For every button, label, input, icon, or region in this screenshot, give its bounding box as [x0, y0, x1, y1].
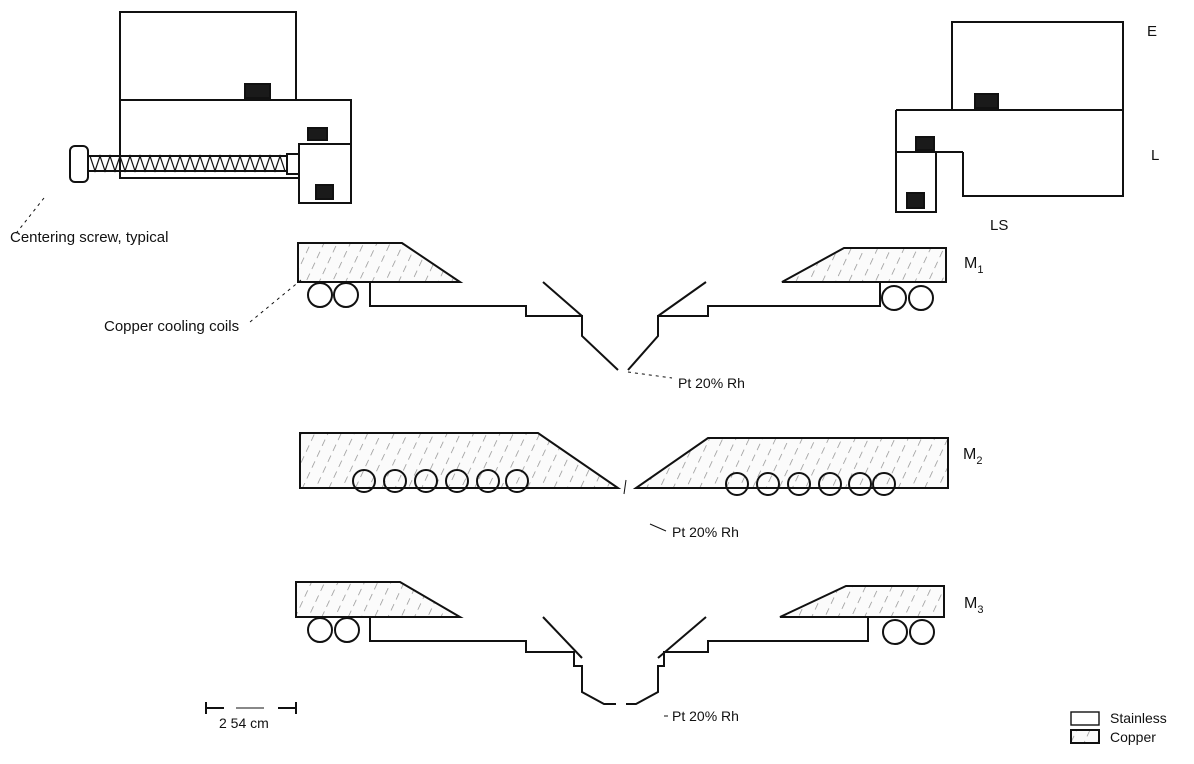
- m2-left-copper: [299, 432, 622, 489]
- m2-coil-left-3: [414, 469, 438, 493]
- m3-left-copper: [295, 581, 464, 618]
- m3-coil-left-2: [334, 617, 360, 643]
- electrode-e-label: E: [1147, 23, 1157, 40]
- right-electrode-stack: [895, 21, 1124, 213]
- cooling-coils-label: Copper cooling coils: [104, 318, 239, 335]
- legend-copper-swatch: [1070, 729, 1100, 744]
- m3-label: M3: [964, 595, 983, 616]
- m2-coil-right-2: [756, 472, 780, 496]
- m2-coil-left-1: [352, 469, 376, 493]
- m2-tip-label: Pt 20% Rh: [672, 524, 739, 540]
- left-block-3: [315, 184, 334, 200]
- centering-screw: [13, 145, 300, 237]
- legend-copper-label: Copper: [1110, 729, 1156, 745]
- m1-coil-right-1: [881, 285, 907, 311]
- m2-coil-left-4: [445, 469, 469, 493]
- m1-assembly: [249, 242, 947, 379]
- m2-label: M2: [963, 446, 982, 467]
- m2-coil-right-4: [818, 472, 842, 496]
- m3-coil-right-2: [909, 619, 935, 645]
- m1-coil-right-2: [908, 285, 934, 311]
- m1-coil-left-1: [307, 282, 333, 308]
- m2-coil-left-5: [476, 469, 500, 493]
- m3-right-copper: [779, 585, 945, 618]
- m2-coil-left-6: [505, 469, 529, 493]
- right-block-2: [915, 136, 935, 151]
- m3-coil-left-1: [307, 617, 333, 643]
- left-block-1: [244, 83, 271, 99]
- m2-coil-right-6: [872, 472, 896, 496]
- centering-screw-label: Centering screw, typical: [10, 229, 168, 246]
- electrode-ls-label: LS: [990, 217, 1008, 234]
- m3-assembly: [295, 581, 945, 717]
- left-electrode-stack: [119, 11, 352, 204]
- m2-assembly: [299, 432, 949, 532]
- m1-right-copper: [781, 247, 947, 283]
- scale-label: 2 54 cm: [219, 715, 269, 731]
- m1-left-copper: [297, 242, 464, 283]
- legend-stainless-label: Stainless: [1110, 710, 1167, 726]
- legend-stainless-swatch: [1070, 711, 1100, 726]
- m2-coil-right-5: [848, 472, 872, 496]
- m2-right-copper: [632, 437, 949, 489]
- m1-coil-left-2: [333, 282, 359, 308]
- left-block-2: [307, 127, 328, 141]
- m1-tip-label: Pt 20% Rh: [678, 375, 745, 391]
- m3-coil-right-1: [882, 619, 908, 645]
- right-block-3: [906, 192, 925, 209]
- m1-label: M1: [964, 255, 983, 276]
- right-block-1: [974, 93, 999, 109]
- m2-coil-right-3: [787, 472, 811, 496]
- m2-coil-left-2: [383, 469, 407, 493]
- m2-coil-right-1: [725, 472, 749, 496]
- m3-tip-label: Pt 20% Rh: [672, 708, 739, 724]
- scale-bar: [205, 702, 297, 714]
- electrode-l-label: L: [1151, 147, 1159, 164]
